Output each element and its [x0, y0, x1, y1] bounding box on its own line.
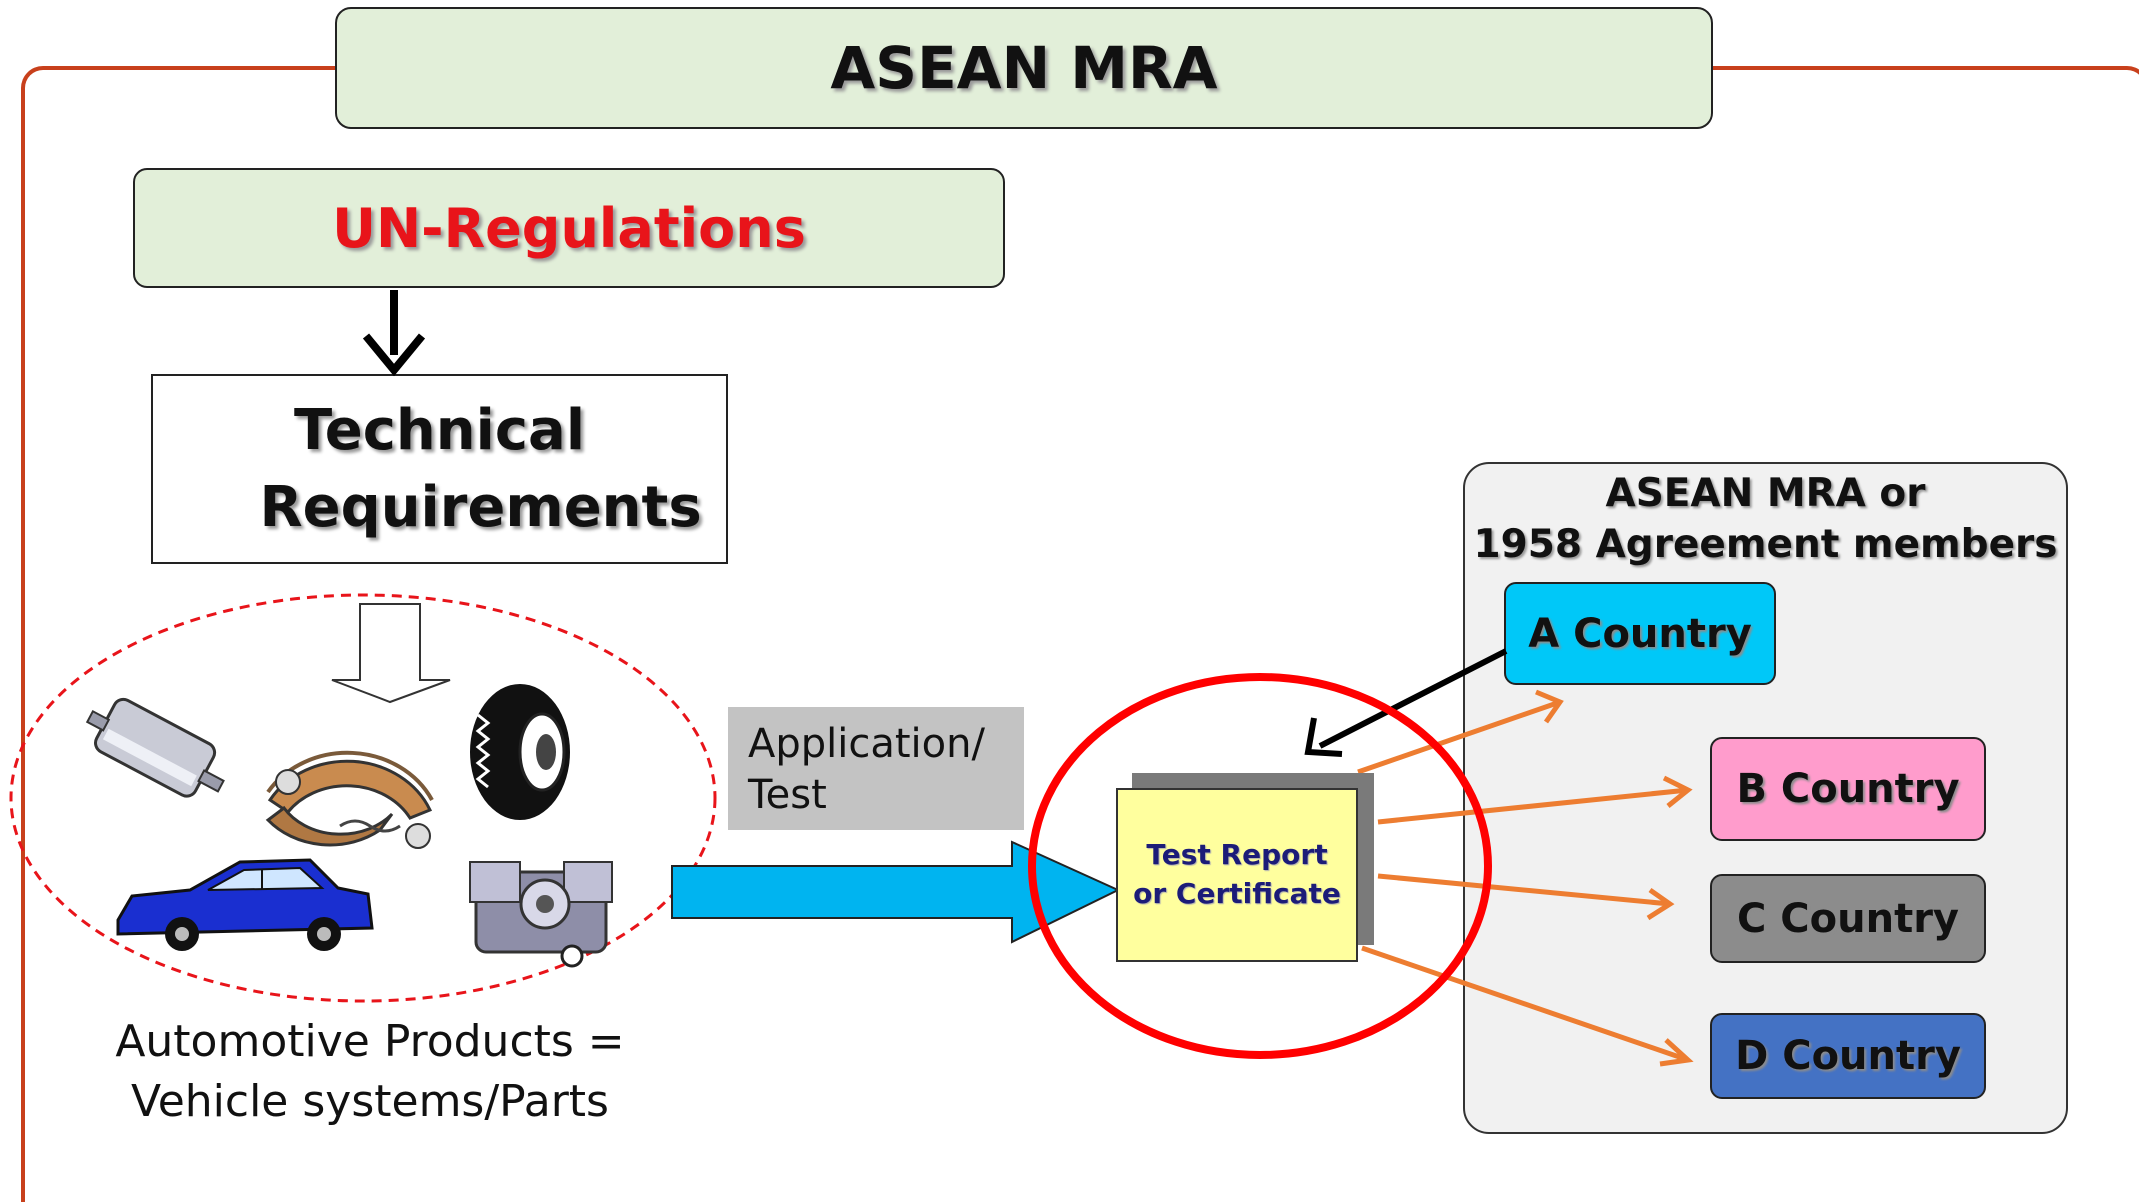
hollow-down-arrow — [331, 603, 451, 704]
automotive-products-caption: Automotive Products = Vehicle systems/Pa… — [60, 1012, 680, 1132]
members-title: ASEAN MRA or 1958 Agreement members — [1463, 468, 2068, 571]
products-dashed-ellipse — [9, 593, 717, 1003]
country-b-box: B Country — [1710, 737, 1986, 841]
car-icon — [116, 858, 374, 951]
tire-icon — [470, 684, 570, 820]
engine-icon — [469, 861, 613, 968]
test-report-box: Test Report or Certificate — [1116, 788, 1358, 962]
brake-shoe-icon — [265, 750, 434, 849]
technical-requirements-box: Technical Requirements — [151, 374, 728, 564]
country-a-box: A Country — [1504, 582, 1776, 685]
members-title-line1: ASEAN MRA or — [1605, 471, 1926, 516]
automotive-caption-line1: Automotive Products = — [115, 1016, 625, 1067]
diagram-title: ASEAN MRA — [335, 7, 1713, 129]
test-report-label: Test Report or Certificate — [1133, 838, 1341, 910]
country-c-box: C Country — [1710, 874, 1986, 963]
automotive-caption-line2: Vehicle systems/Parts — [131, 1075, 609, 1127]
big-blue-arrow — [671, 840, 1121, 944]
arrow-a-country-to-report — [1304, 648, 1508, 757]
country-d-box: D Country — [1710, 1013, 1986, 1099]
orange-arrows-to-countries — [1357, 689, 1694, 1067]
muffler-icon — [85, 697, 225, 798]
un-regulations-box: UN-Regulations — [133, 168, 1005, 288]
application-test-label: Application/Test — [728, 707, 1024, 830]
down-arrow-un-to-tech — [362, 290, 426, 377]
members-title-line2: 1958 Agreement members — [1473, 522, 2058, 568]
